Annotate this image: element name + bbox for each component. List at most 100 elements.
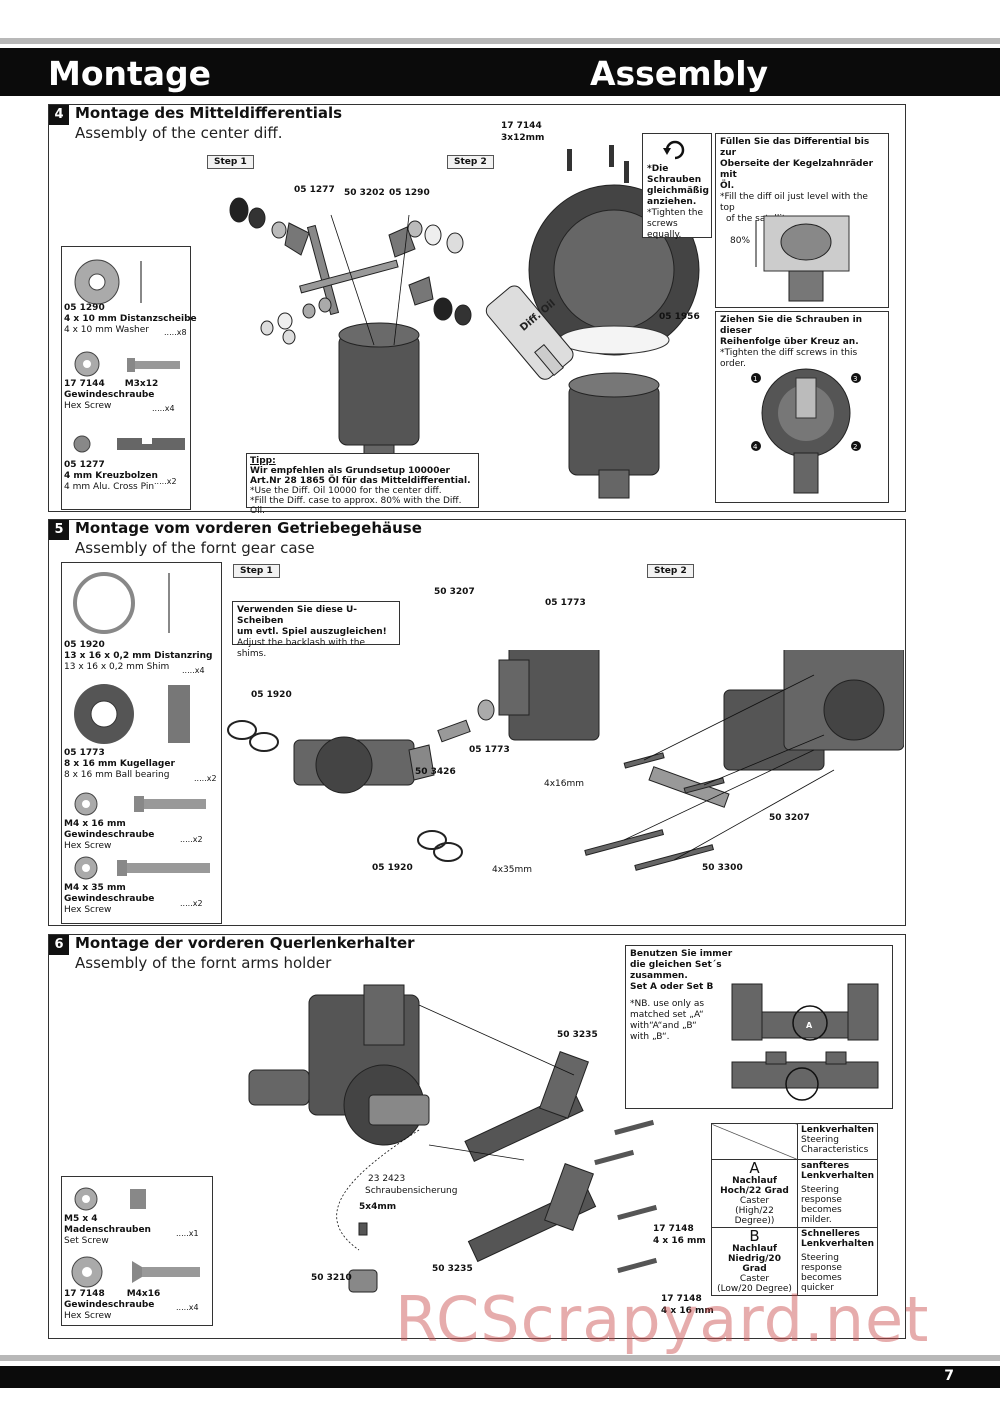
part-m5x4: M5 x 4 Madenschrauben Set Screw [64, 1214, 151, 1247]
section-number: 5 [49, 520, 69, 540]
tip-line-2: Art.Nr 28 1865 Öl für das Mitteldifferen… [250, 476, 471, 486]
part-name-de: Gewindeschraube [64, 894, 155, 904]
label-05-1290: 05 1290 [389, 188, 430, 198]
part-code: M5 x 4 [64, 1214, 98, 1224]
part-05-1773: 05 1773 8 x 16 mm Kugellager 8 x 16 mm B… [64, 748, 175, 781]
qty: .....x2 [180, 835, 203, 844]
b-d2: Lenkverhalten [801, 1239, 875, 1249]
row-a-response: sanfteres Lenkverhalten Steering respons… [796, 1159, 879, 1228]
b-l2: Niedrig/20 Grad [728, 1254, 781, 1274]
b-l3: Caster [739, 1274, 770, 1284]
label-50-3207-b: 50 3207 [769, 813, 810, 823]
part-code: M4 x 16 mm [64, 819, 126, 829]
order-de-1: Ziehen Sie die Schrauben in dieser [720, 315, 863, 336]
bottom-rule [0, 1355, 1000, 1361]
shim-note: Verwenden Sie diese U-Scheiben um evtl. … [232, 601, 400, 659]
tighten-note: *Die Schrauben gleichmäßig anziehen. *Ti… [642, 133, 712, 240]
label-17-7148: 17 7148 [653, 1224, 694, 1234]
gear-case-drawing [227, 650, 904, 871]
part-name-de: Madenschrauben [64, 1225, 151, 1235]
b-letter: B [749, 1227, 760, 1245]
head-en-1: Steering [801, 1135, 839, 1145]
qty: .....x2 [194, 774, 217, 783]
steering-table: Lenkverhalten Steering Characteristics A… [711, 1123, 879, 1296]
part-name-en: 8 x 16 mm Ball bearing [64, 770, 170, 780]
order-de-2: Reihenfolge über Kreuz an. [720, 337, 859, 347]
set-note-en-4: with „B“. [630, 1032, 670, 1042]
label-4x16mm-a: 4 x 16 mm [653, 1236, 706, 1246]
step2-label: Step 2 [447, 155, 494, 169]
page-footer: 7 [0, 1366, 1000, 1388]
part-code: 17 7144 [64, 379, 105, 389]
tighten-de-1: *Die [647, 164, 669, 174]
part-name-en: Hex Screw [64, 905, 112, 915]
set-note-de-2: die gleichen Set´s [630, 960, 722, 970]
shim-note-de-2: um evtl. Spiel auszugleichen! [237, 627, 387, 637]
section-front-arms-holder: 6 Montage der vorderen Querlenkerhalter … [48, 934, 906, 1339]
top-rule [0, 38, 1000, 44]
part-name-de: Gewindeschraube [64, 1300, 155, 1310]
set-a-letter: A [806, 1021, 813, 1030]
part-name-de: Gewindeschraube [64, 390, 155, 400]
section-title-de: Montage des Mitteldifferentials [75, 104, 343, 122]
part-name-en: Hex Screw [64, 841, 112, 851]
step2-label: Step 2 [647, 564, 694, 578]
a-d1: sanfteres [801, 1161, 850, 1171]
row-b-caster: B Nachlauf Niedrig/20 Grad Caster (Low/2… [711, 1227, 798, 1296]
step1-label: Step 1 [207, 155, 254, 169]
fill-en-1: *Fill the diff oil just level with the t… [720, 192, 868, 213]
part-05-1920: 05 1920 13 x 16 x 0,2 mm Distanzring 13 … [64, 640, 212, 673]
set-note-en-3: with“A“and „B“ [630, 1021, 697, 1031]
section-title-de: Montage vom vorderen Getriebegehäuse [75, 519, 422, 537]
a-e1: Steering response [801, 1185, 842, 1205]
order-2: 2 [853, 443, 857, 451]
label-4x16mm: 4x16mm [544, 779, 585, 789]
label-5x4mm: 5x4mm [359, 1202, 397, 1212]
fill-de-3: Öl. [720, 181, 735, 191]
matched-set-note: Benutzen Sie immer die gleichen Set´s zu… [625, 945, 893, 1109]
label-50-3426: 50 3426 [415, 767, 456, 777]
qty: .....x4 [152, 404, 175, 413]
part-m4x35: M4 x 35 mm Gewindeschraube Hex Screw [64, 883, 154, 916]
set-screw-icon [74, 1187, 146, 1211]
label-50-3235-b: 50 3235 [432, 1264, 473, 1274]
qty: .....x2 [154, 477, 177, 486]
section-title-de: Montage der vorderen Querlenkerhalter [75, 934, 415, 952]
order-1: 1 [753, 375, 757, 383]
row-b-response: Schnelleres Lenkverhalten Steering respo… [796, 1227, 879, 1296]
hex-screw-icon [74, 792, 206, 816]
part-05-1290: 05 1290 4 x 10 mm Distanzscheibe 4 x 10 … [64, 303, 197, 336]
label-17-7144: 17 7144 [501, 121, 542, 131]
part-name-de: 4 mm Kreuzbolzen [64, 471, 158, 481]
fill-de-1: Füllen Sie das Differential bis zur [720, 137, 870, 158]
set-note-de-4: Set A oder Set B [630, 982, 714, 992]
section-number: 6 [49, 935, 69, 955]
b-e1: Steering response [801, 1253, 842, 1273]
label-05-1277: 05 1277 [294, 185, 335, 195]
tighten-en-2: screws [647, 219, 678, 229]
screw-order-note: Ziehen Sie die Schrauben in dieser Reihe… [715, 311, 889, 503]
part-code: 05 1290 [64, 303, 105, 313]
part-code: M4 x 35 mm [64, 883, 126, 893]
header-title-en: Assembly [590, 54, 769, 93]
parts-list-diff: 05 1290 4 x 10 mm Distanzscheibe 4 x 10 … [61, 246, 197, 510]
tip-box: Tipp: Wir empfehlen als Grundsetup 10000… [246, 453, 479, 516]
label-50-3210: 50 3210 [311, 1273, 352, 1283]
head-de: Lenkverhalten [801, 1125, 875, 1135]
qty: .....x8 [164, 328, 187, 337]
section-title-en: Assembly of the fornt gear case [75, 539, 315, 557]
parts-list-arms: M5 x 4 Madenschrauben Set Screw .....x1 … [61, 1176, 213, 1326]
label-50-3202: 50 3202 [344, 188, 385, 198]
a-e2: becomes milder. [801, 1205, 842, 1225]
hex-screw-icon [74, 351, 180, 377]
part-m4x16: M4 x 16 mm Gewindeschraube Hex Screw [64, 819, 154, 852]
qty: .....x4 [182, 666, 205, 675]
step1-label: Step 1 [233, 564, 280, 578]
part-name-en: Hex Screw [64, 1311, 112, 1321]
qty: .....x2 [180, 899, 203, 908]
b-e2: becomes quicker [801, 1273, 842, 1293]
table-head: Lenkverhalten Steering Characteristics [796, 1123, 879, 1160]
part-05-1277: 05 1277 4 mm Kreuzbolzen 4 mm Alu. Cross… [64, 460, 158, 493]
fill-de-2: Oberseite der Kegelzahnräder mit [720, 159, 874, 180]
